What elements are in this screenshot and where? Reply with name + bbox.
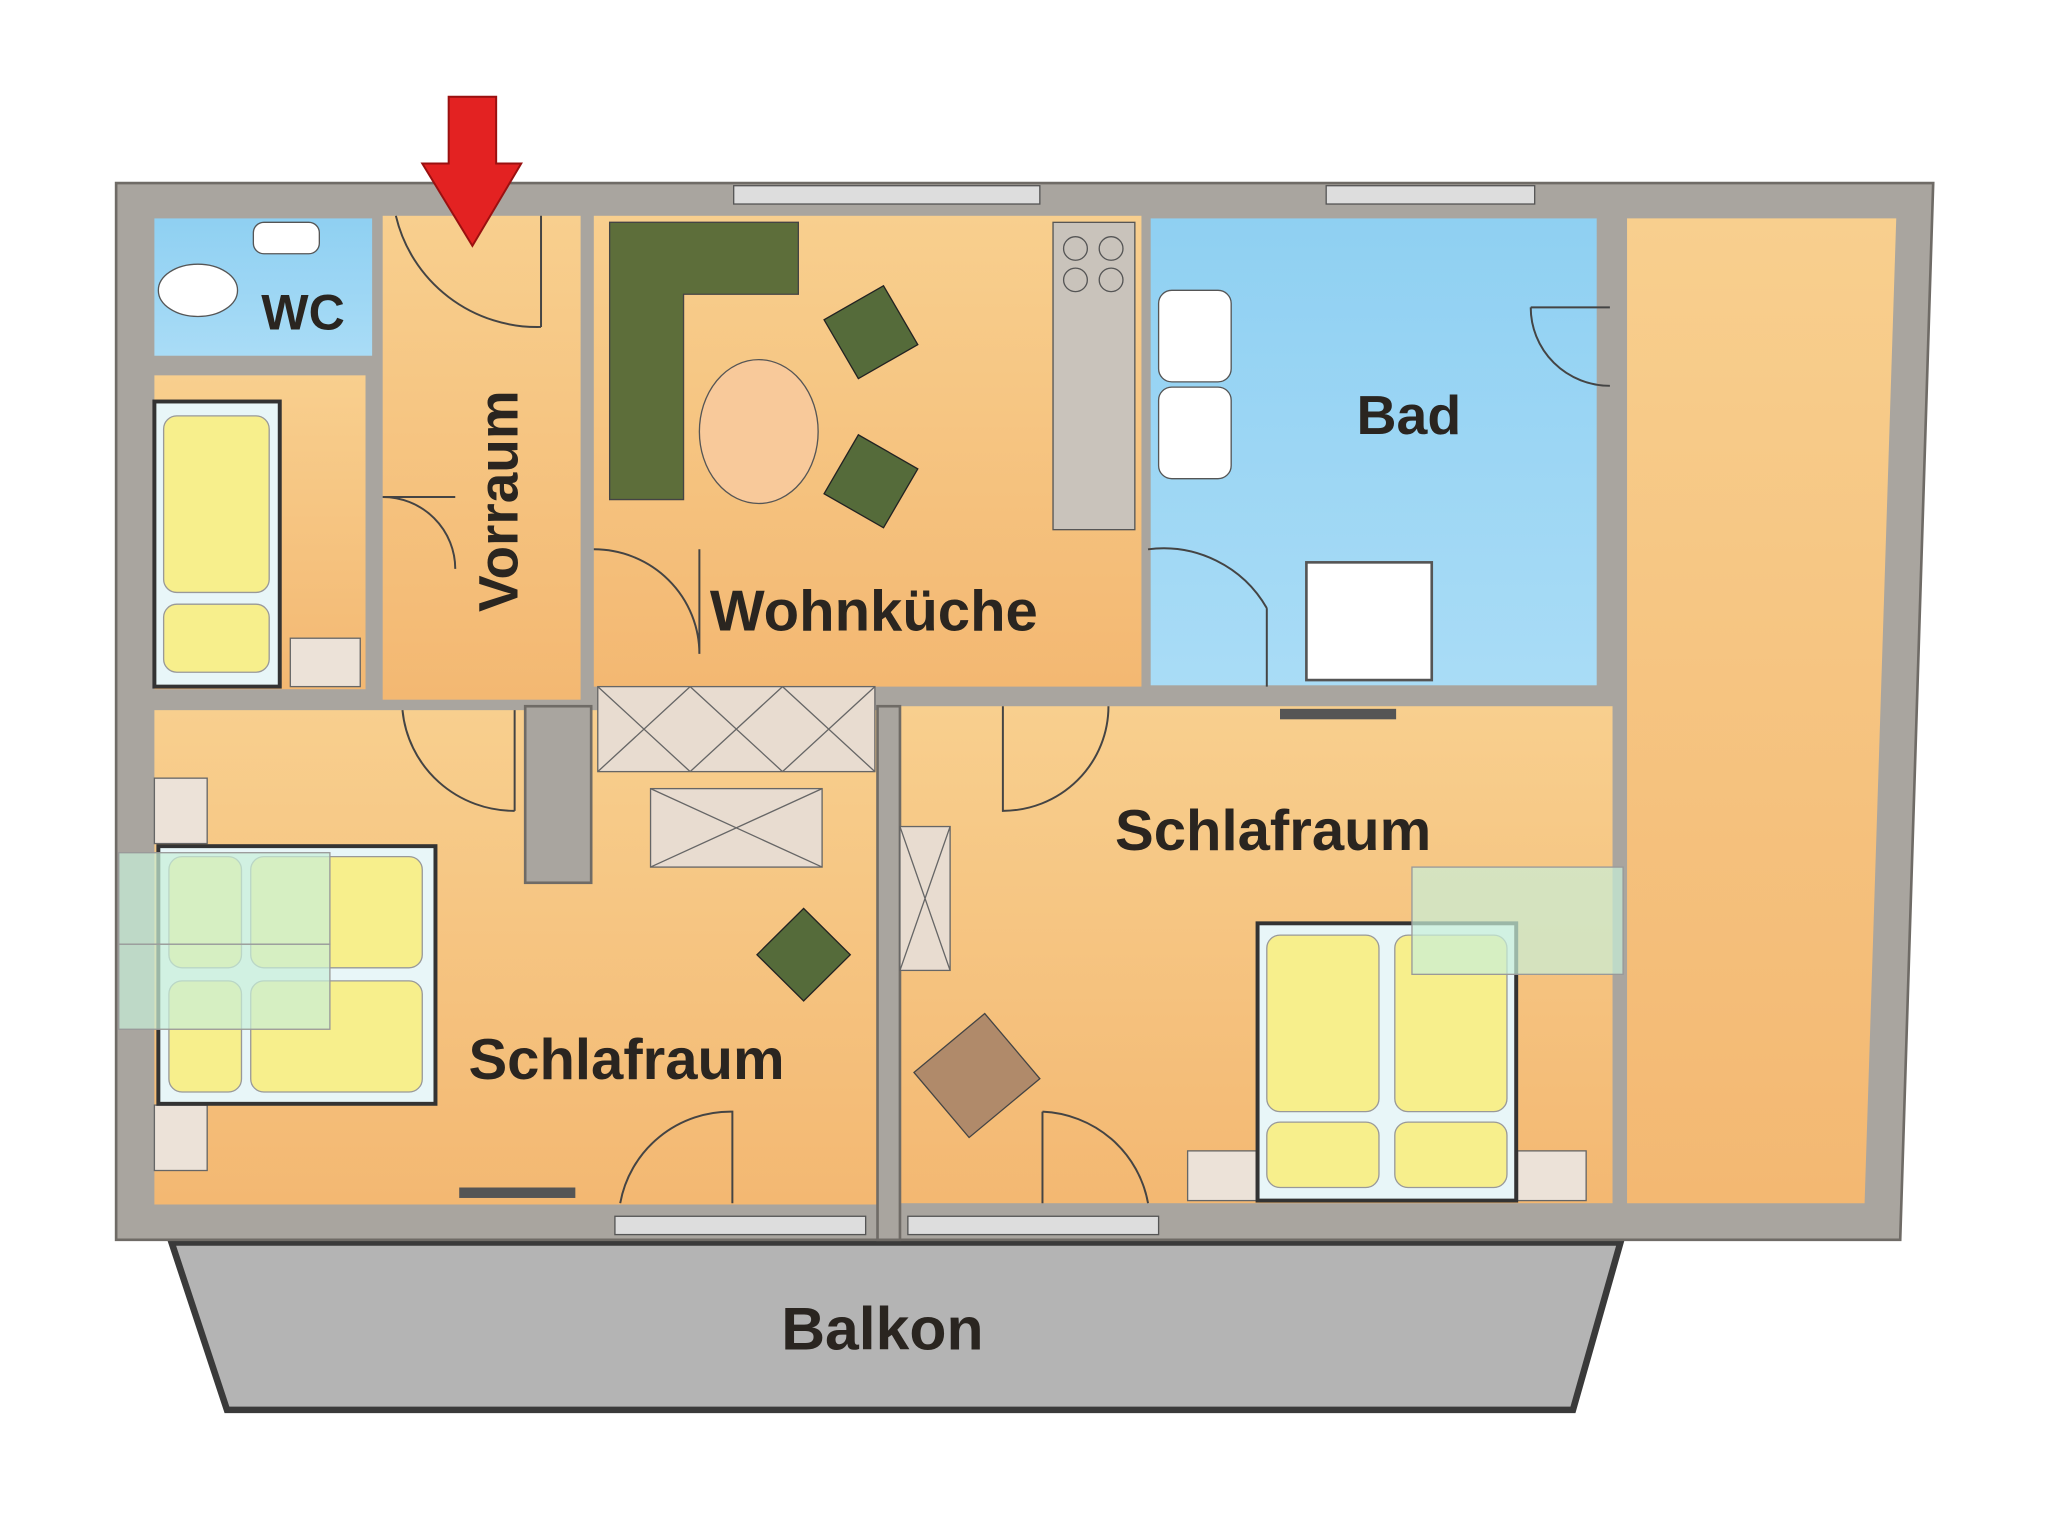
window	[1325, 185, 1536, 205]
stove-icon	[1062, 267, 1088, 293]
floor-side-strip	[1627, 218, 1897, 1204]
radiator	[459, 1187, 576, 1198]
door-swing	[1147, 547, 1268, 687]
chair-icon	[823, 284, 919, 380]
wall-core	[523, 704, 593, 885]
wc-sink-icon	[252, 221, 320, 255]
bath-sink-icon	[1157, 386, 1232, 480]
shower-icon	[1305, 561, 1434, 682]
door-swing	[401, 710, 516, 812]
wall-divider	[876, 704, 902, 1242]
door-swing	[394, 215, 543, 328]
stove-icon	[1062, 236, 1088, 261]
armchair-icon	[913, 1012, 1041, 1139]
room-label-wohnkueche: Wohnküche	[710, 580, 1038, 644]
window	[733, 185, 1041, 205]
bath-sink-icon	[1157, 289, 1232, 383]
corner-bench	[608, 221, 800, 501]
door-swing	[1529, 306, 1610, 387]
room-label-wc: WC	[261, 285, 345, 341]
kitchen-counter	[1052, 221, 1136, 531]
door-swing	[1041, 1110, 1150, 1204]
room-label-schlafraum: Schlafraum	[468, 1028, 784, 1092]
door-swing	[593, 548, 701, 654]
table-icon	[698, 358, 819, 505]
door-swing	[1001, 706, 1110, 812]
toilet-icon	[157, 263, 239, 318]
window	[907, 1215, 1160, 1236]
floor-vorraum	[382, 215, 581, 700]
room-label-bad: Bad	[1357, 384, 1462, 446]
radiator	[1280, 708, 1397, 720]
chair-icon	[823, 433, 919, 529]
room-label-balkon: Balkon	[781, 1295, 983, 1363]
door-swing	[382, 495, 457, 569]
chair-icon	[756, 907, 852, 1002]
room-label-vorraum: Vorraum	[467, 390, 529, 612]
bed-double-right	[1186, 866, 1624, 1203]
stove-icon	[1098, 267, 1124, 293]
window	[614, 1215, 867, 1236]
bed-single	[152, 399, 361, 689]
door-swing	[619, 1110, 734, 1204]
room-label-schlafraum: Schlafraum	[1115, 799, 1431, 863]
wardrobe	[597, 685, 951, 972]
stove-icon	[1098, 236, 1124, 261]
balcony	[166, 1239, 1625, 1414]
arrow-down-icon	[420, 95, 523, 248]
bed-double-left	[118, 777, 438, 1172]
